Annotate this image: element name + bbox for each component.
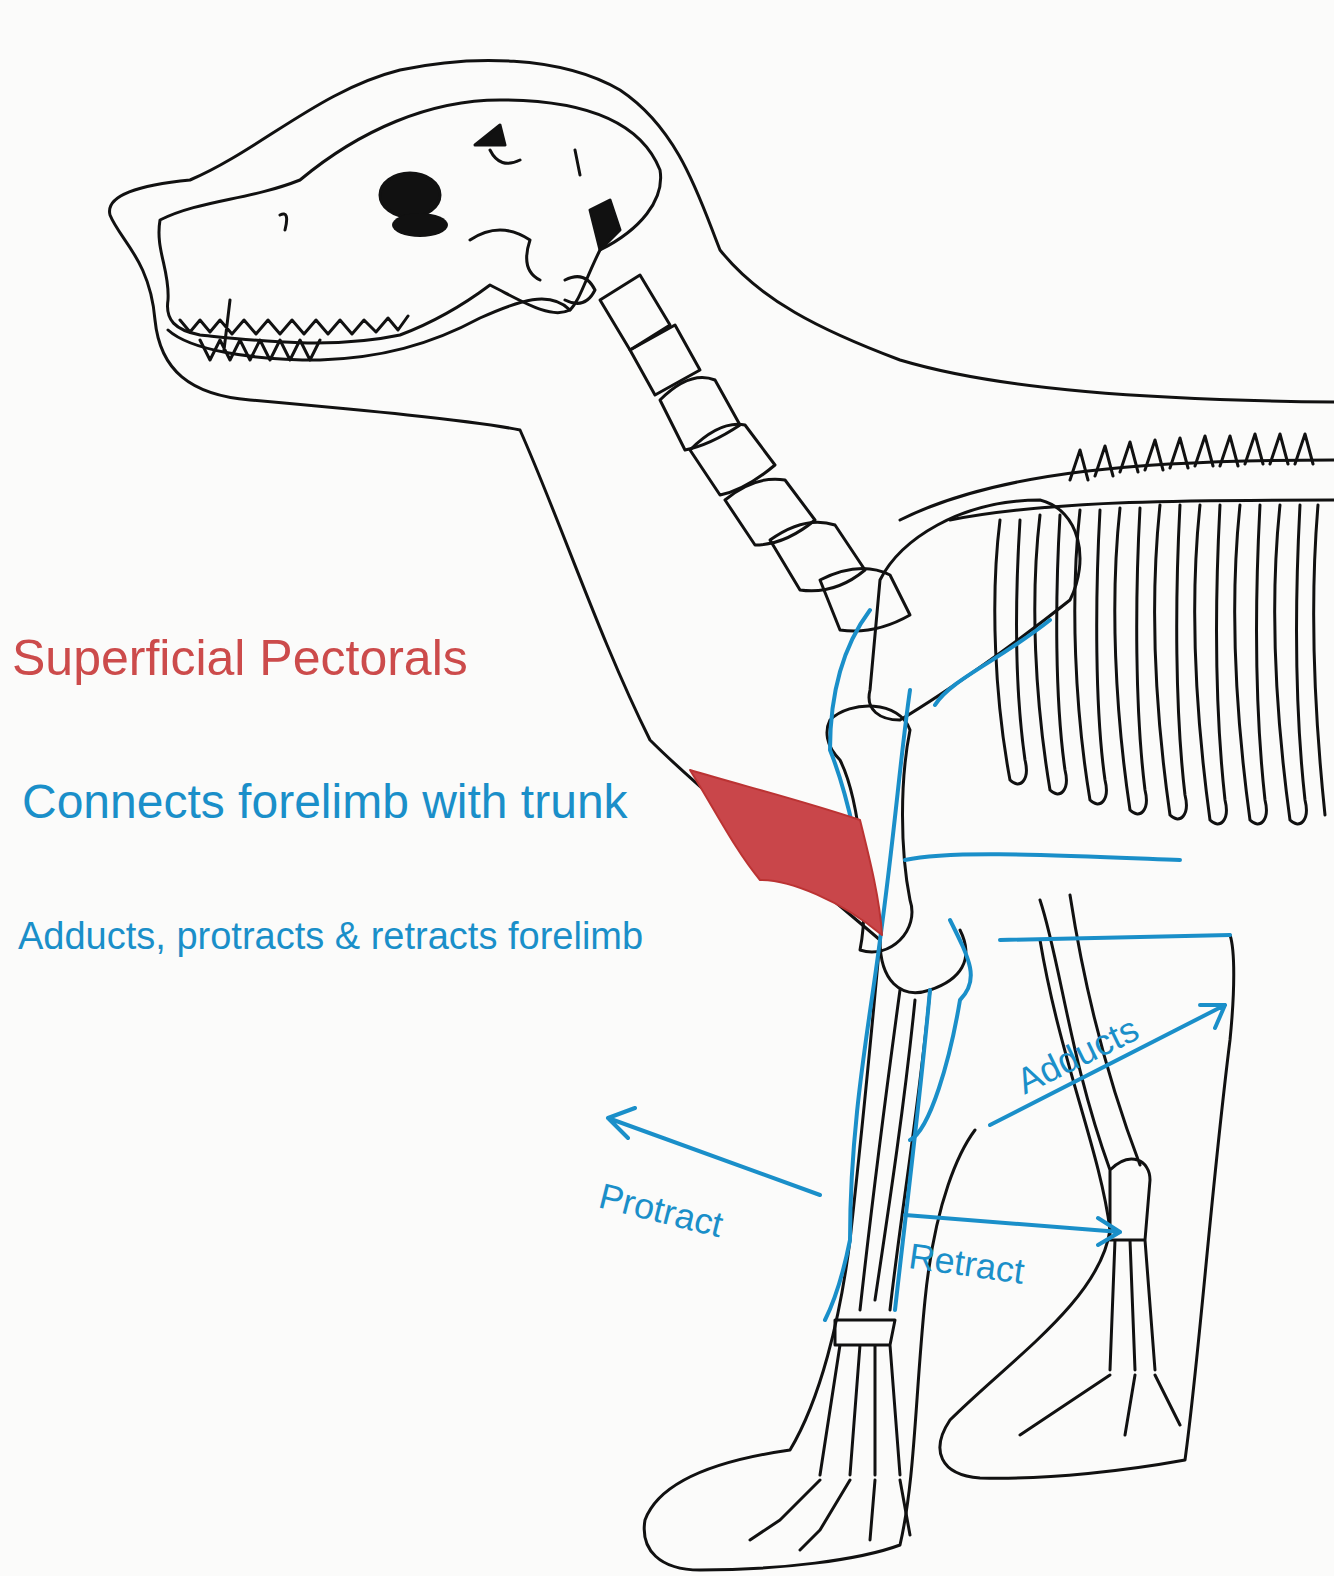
arrow-label: Protract <box>595 1175 727 1246</box>
function-note: Connects forelimb with trunk <box>22 760 662 844</box>
function-note: Adducts, protracts & retracts forelimb <box>18 915 643 959</box>
skull <box>159 100 661 343</box>
teeth <box>180 300 408 360</box>
blue-limb-lines <box>825 610 1230 1320</box>
arrow-label: Retract <box>906 1235 1027 1292</box>
eye-orbit <box>380 173 440 217</box>
dorsal-processes <box>1070 434 1313 480</box>
second-forelimb-bones <box>1020 895 1180 1435</box>
muscle-title: Superficial Pectorals <box>12 630 468 688</box>
neck-vertebrae <box>600 275 910 631</box>
skull-shadow <box>392 213 448 237</box>
skull-shadow <box>475 125 620 250</box>
hind-foreleg-outline <box>940 935 1234 1478</box>
ribs <box>995 505 1325 824</box>
forepaw-bones <box>750 1320 910 1550</box>
scapula <box>869 500 1080 720</box>
superficial-pectoral-muscle <box>690 770 882 935</box>
elbow <box>880 930 966 993</box>
jaw <box>168 299 570 360</box>
skull-details <box>280 150 595 303</box>
